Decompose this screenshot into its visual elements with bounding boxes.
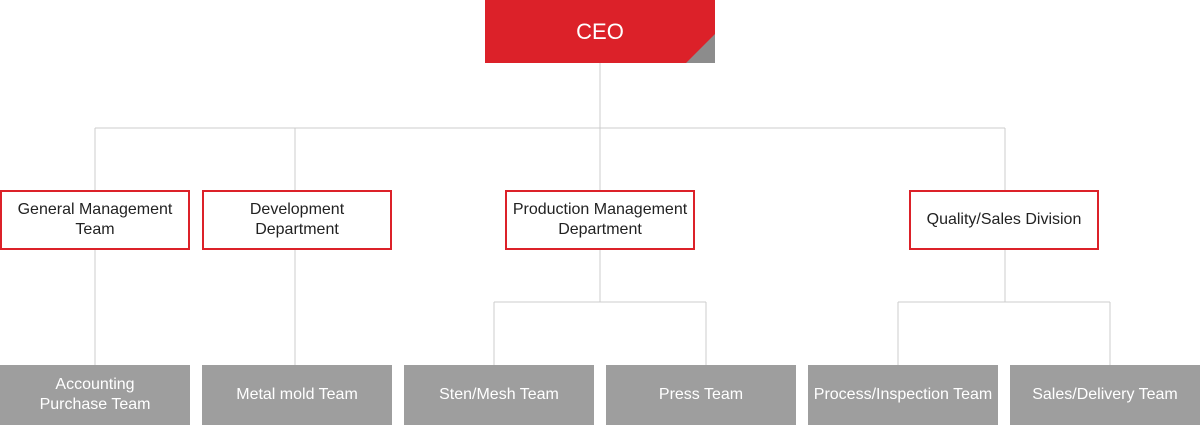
team-label: Sten/Mesh Team [439, 386, 559, 403]
dept-label: Development Department [249, 201, 345, 238]
ceo-corner-accent [686, 34, 715, 63]
dept-label: General Management Team [17, 201, 173, 238]
team-label: Press Team [658, 386, 744, 403]
dept-production-management: Production Management Department [505, 190, 695, 250]
dept-label: Quality/Sales Division [926, 211, 1082, 228]
dept-general-management: General Management Team [0, 190, 190, 250]
team-label: Accounting Purchase Team [39, 376, 151, 413]
ceo-label: CEO [576, 18, 624, 44]
team-label: Metal mold Team [236, 386, 358, 403]
team-label: Sales/Delivery Team [1032, 386, 1178, 403]
ceo-box: CEO [485, 0, 715, 63]
dept-label: Production Management Department [512, 201, 688, 238]
team-press: Press Team [606, 365, 796, 425]
team-sales-delivery: Sales/Delivery Team [1010, 365, 1200, 425]
dept-quality-sales: Quality/Sales Division [909, 190, 1099, 250]
team-metal-mold: Metal mold Team [202, 365, 392, 425]
dept-development: Development Department [202, 190, 392, 250]
team-label: Process/Inspection Team [813, 386, 993, 403]
team-process-inspection: Process/Inspection Team [808, 365, 998, 425]
team-accounting-purchase: Accounting Purchase Team [0, 365, 190, 425]
team-sten-mesh: Sten/Mesh Team [404, 365, 594, 425]
